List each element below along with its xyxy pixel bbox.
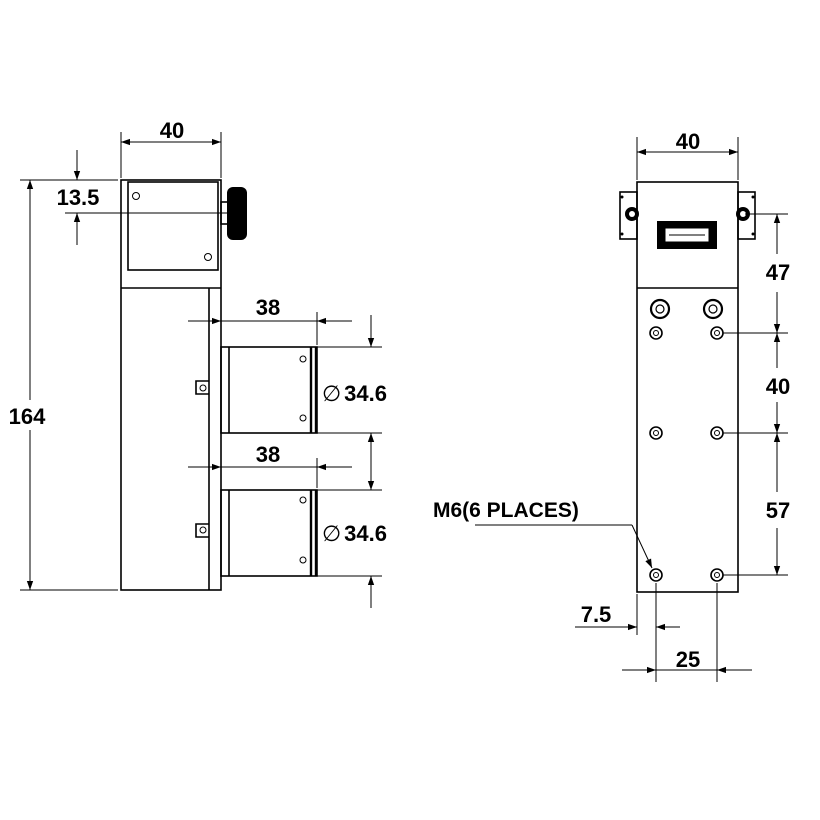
- connector-icon: [657, 221, 717, 249]
- dim-height-total: 164: [9, 404, 46, 429]
- side-tab-2: [195, 523, 209, 538]
- side-upper-box: [127, 181, 219, 271]
- side-view: 40 13.5 164 38 38 ∅34.6 ∅34.6: [9, 118, 387, 608]
- front-body-outline: [636, 181, 739, 593]
- side-tab-1-hole: [199, 384, 207, 392]
- m6-hole-icon: [710, 568, 724, 582]
- m6-hole-icon: [649, 326, 663, 340]
- front-bracket-right: [736, 191, 756, 240]
- dim-spacing-bottom: 57: [766, 498, 790, 523]
- m6-hole-icon: [710, 326, 724, 340]
- dim-front-width: 40: [676, 129, 700, 154]
- front-bracket-left: [619, 191, 639, 240]
- m6-hole-icon: [649, 568, 663, 582]
- dim-spacing-mid: 40: [766, 374, 790, 399]
- fitting-left: [649, 298, 671, 320]
- side-screw-1: [132, 192, 140, 200]
- dim-diam2: ∅34.6: [322, 521, 387, 546]
- dim-port2-length: 38: [256, 442, 280, 467]
- port-1: [220, 346, 318, 434]
- fitting-right: [702, 298, 724, 320]
- port-2: [220, 489, 318, 577]
- dim-diam1: ∅34.6: [322, 381, 387, 406]
- m6-hole-icon: [710, 426, 724, 440]
- side-tab-2-hole: [199, 526, 207, 534]
- dim-edge-offset: 7.5: [581, 602, 612, 627]
- front-view: 40 47 40 57 M6(6 PLACES) 7.5 25: [433, 129, 790, 682]
- hole-callout: M6(6 PLACES): [433, 499, 579, 522]
- side-tab-1: [195, 380, 209, 395]
- diameter-icon: ∅: [322, 521, 341, 546]
- front-extension-lines: [636, 137, 788, 682]
- m6-hole-icon: [649, 426, 663, 440]
- dim-port1-length: 38: [256, 295, 280, 320]
- diameter-icon: ∅: [322, 381, 341, 406]
- dim-side-width: 40: [160, 118, 184, 143]
- callout-leader-arrow: [631, 524, 653, 569]
- dim-hole-spacing-x: 25: [676, 647, 700, 672]
- dim-knob-offset: 13.5: [57, 185, 100, 210]
- m6-holes: [649, 326, 724, 582]
- dim-spacing-top: 47: [766, 260, 790, 285]
- side-screw-2: [204, 253, 212, 261]
